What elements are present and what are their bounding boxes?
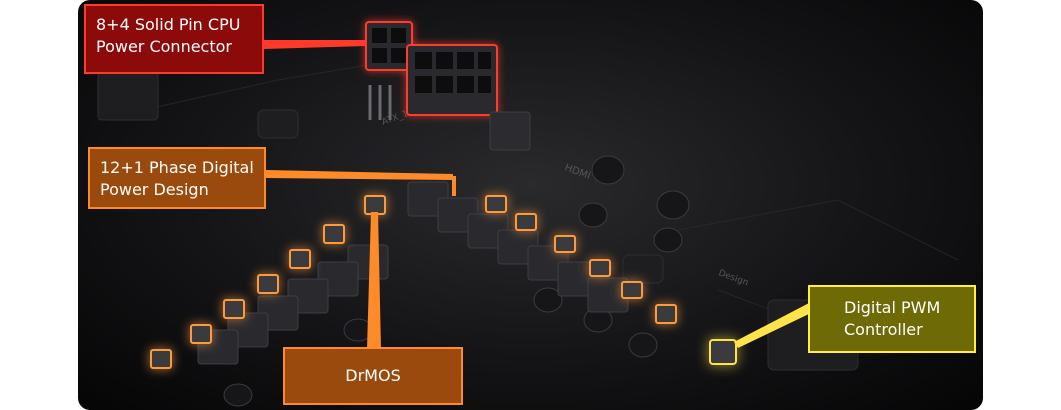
hdmi-silkscreen-label: HDMI xyxy=(563,162,592,182)
pwm-controller-chip xyxy=(709,339,737,365)
callout-pointers xyxy=(264,40,813,349)
design-silkscreen-label: Design xyxy=(717,268,750,288)
power-chokes xyxy=(197,181,629,365)
cpu-power-connector xyxy=(365,21,498,116)
phase-design-callout: 12+1 Phase Digital Power Design xyxy=(88,147,266,209)
cpu-connector-callout: 8+4 Solid Pin CPU Power Connector xyxy=(84,4,264,74)
drmos-callout: DrMOS xyxy=(283,347,463,405)
pwm-controller-callout: Digital PWM Controller xyxy=(808,285,976,353)
drmos-chips xyxy=(150,195,677,369)
